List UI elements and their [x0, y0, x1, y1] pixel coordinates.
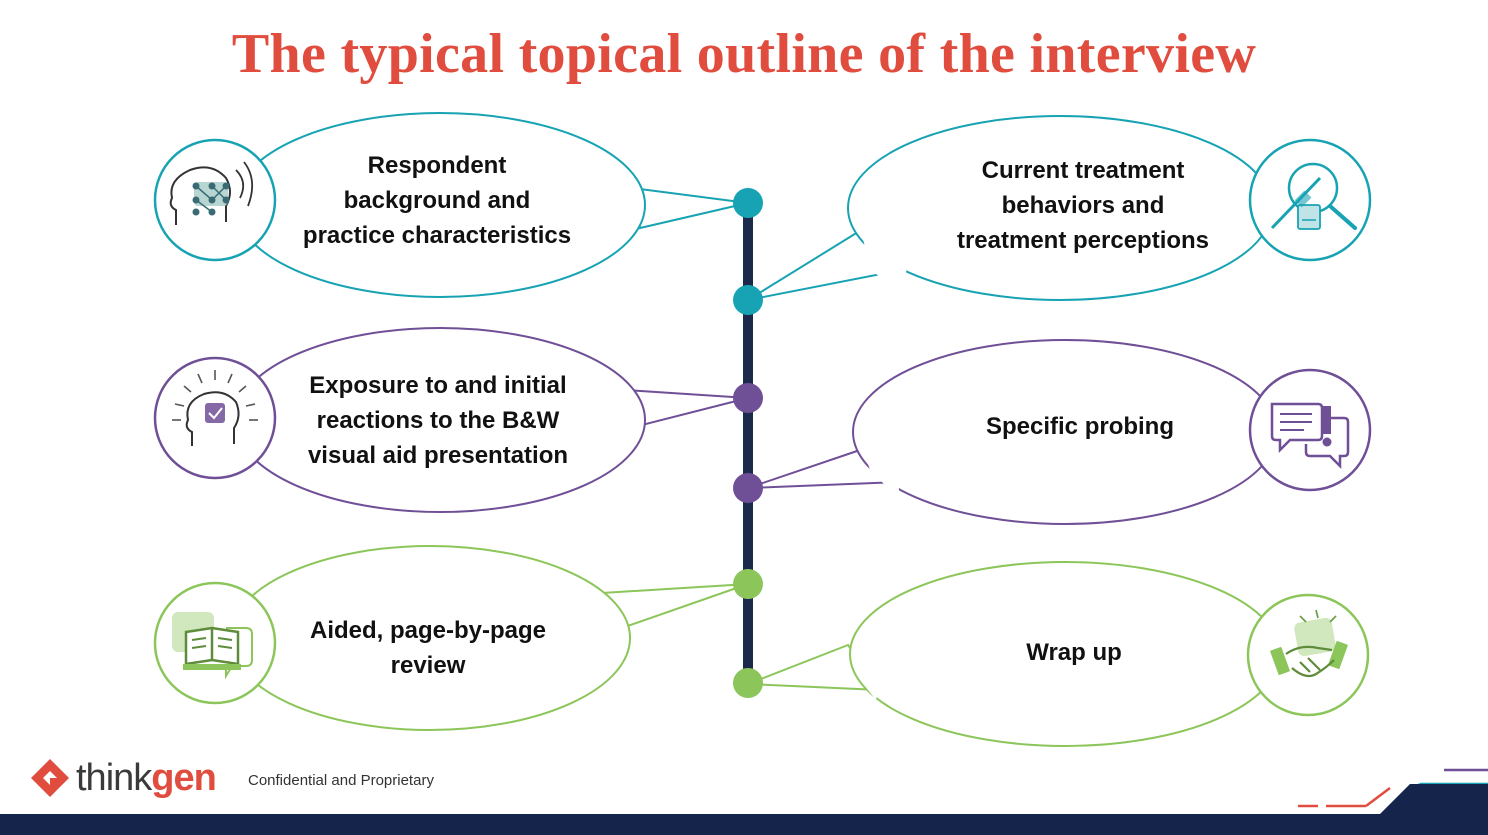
thinkgen-logo: thinkgen: [28, 752, 217, 804]
bubble-text-wrap-up: Wrap up: [1026, 638, 1122, 666]
timeline-node-2: [733, 285, 763, 315]
bubble-tail-1: [630, 186, 749, 230]
footer-accent-lines: [1270, 768, 1488, 820]
timeline-node-5: [733, 569, 763, 599]
thinkgen-wordmark: thinkgen: [76, 756, 217, 800]
confidential-notice: Confidential and Proprietary: [248, 772, 434, 789]
timeline-node-4: [733, 473, 763, 503]
logo-gen: gen: [151, 757, 217, 799]
book-chat-icon: [153, 581, 277, 705]
bubble-text-specific-probing: Specific probing: [985, 412, 1174, 440]
magnifier-syringe-icon: [1248, 138, 1372, 262]
timeline-node-6: [733, 668, 763, 698]
handshake-icon: [1246, 593, 1370, 717]
chat-exclamation-icon: [1248, 368, 1372, 492]
timeline-node-3: [733, 383, 763, 413]
thinkgen-logo-mark-icon: [31, 759, 69, 797]
head-network-icon: [153, 138, 277, 262]
logo-think: think: [76, 757, 152, 799]
page-title: The typical topical outline of the inter…: [231, 23, 1257, 85]
head-idea-check-icon: [153, 356, 277, 480]
timeline-node-1: [733, 188, 763, 218]
footer-bar: [0, 814, 1488, 835]
